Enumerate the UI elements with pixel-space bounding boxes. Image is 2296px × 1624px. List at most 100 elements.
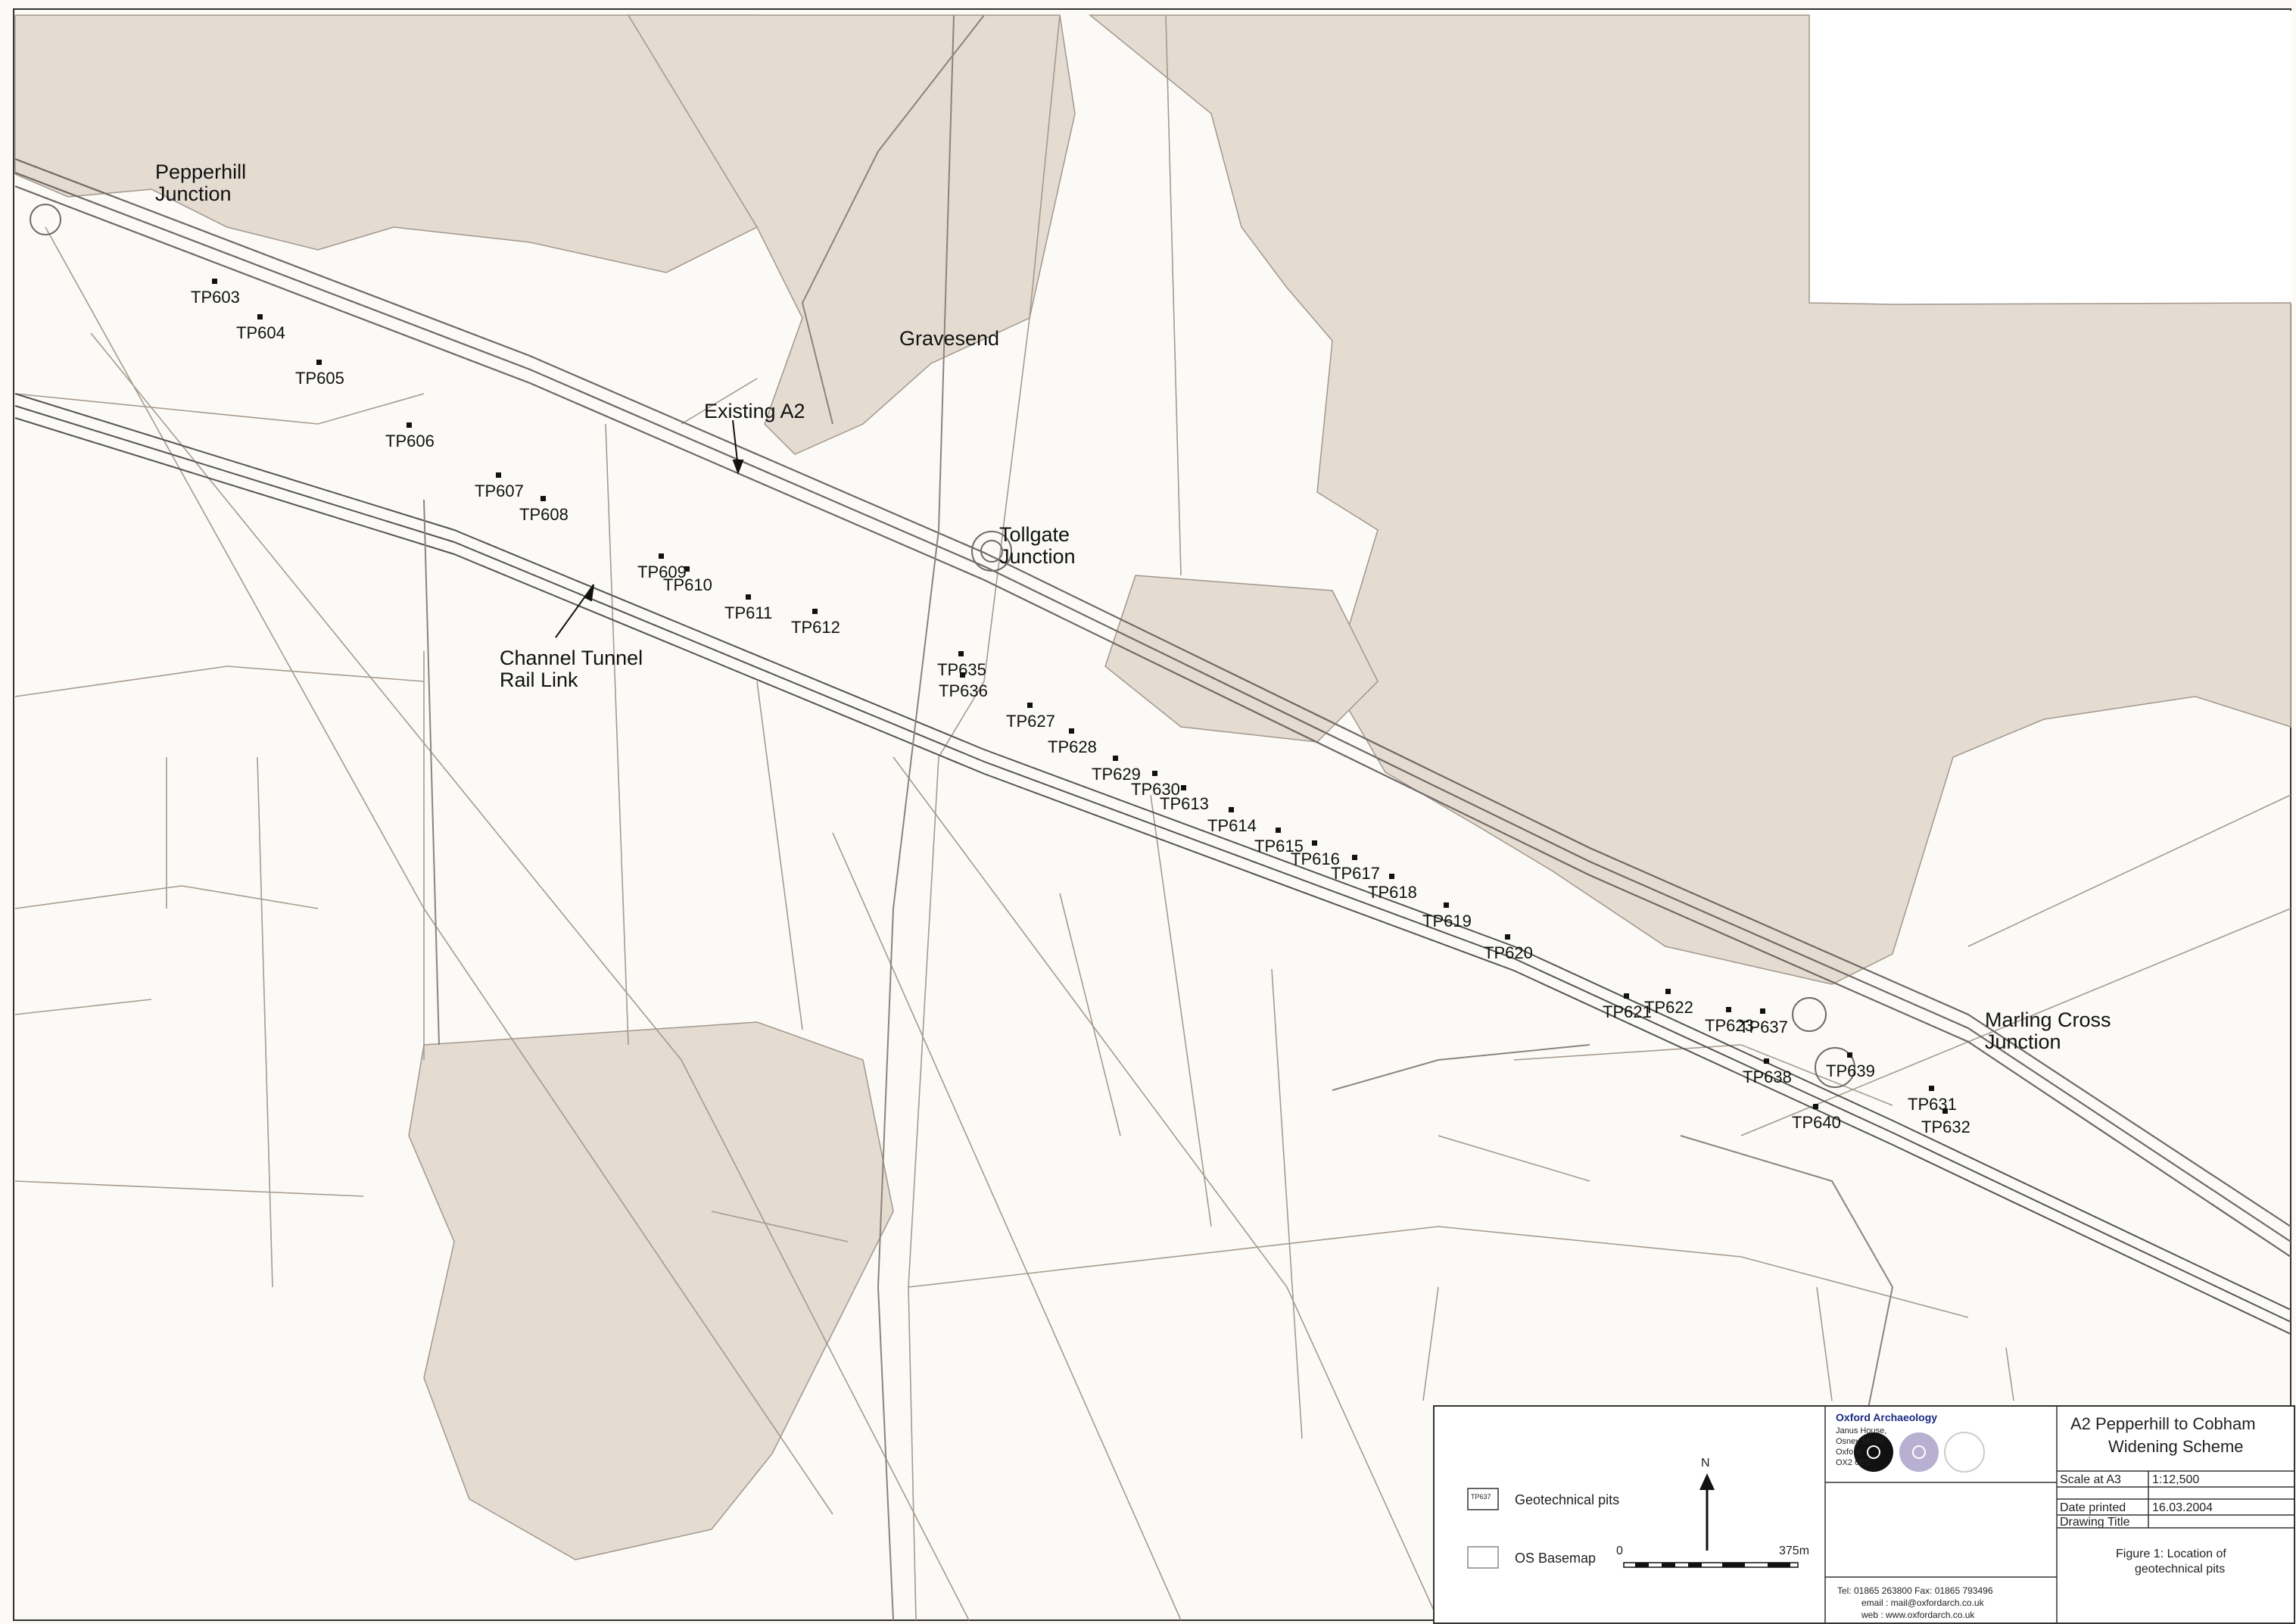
pit-square-icon [1312, 840, 1317, 846]
pit-label: TP631 [1908, 1095, 1957, 1114]
roundabouts [30, 204, 1855, 1088]
pit-label: TP620 [1484, 943, 1533, 962]
legend-title-block: TP637 Geotechnical pits OS Basemap N 0 3… [1433, 1405, 2295, 1624]
org-name: Oxford Archaeology [1836, 1411, 1938, 1423]
pit-label: TP630 [1131, 780, 1180, 799]
pit-label: TP618 [1368, 883, 1417, 902]
pit-square-icon [1665, 989, 1671, 994]
pit-label: TP615 [1254, 837, 1304, 856]
pit-label: TP608 [519, 505, 569, 524]
legend-basemap-label: OS Basemap [1515, 1551, 1597, 1566]
place-label-existing-a2: Existing A2 [704, 400, 805, 422]
pit-square-icon [960, 672, 965, 678]
pit-square-icon [1113, 756, 1118, 761]
project-title-line-2: Widening Scheme [2108, 1437, 2244, 1456]
pit-square-icon [1352, 855, 1357, 860]
pit-label: TP619 [1422, 912, 1472, 930]
figure-title-line-2: geotechnical pits [2135, 1563, 2226, 1576]
legend-pits-label: Geotechnical pits [1515, 1492, 1620, 1507]
pit-label: TP606 [385, 432, 435, 450]
pit-label: TP613 [1160, 794, 1209, 813]
pit-label: TP614 [1207, 816, 1257, 835]
pit-square-icon [212, 279, 217, 284]
oxford-archaeology-logo-icon [1854, 1432, 1893, 1472]
pit-label: TP627 [1006, 712, 1055, 731]
scale-value: 1:12,500 [2152, 1473, 2200, 1486]
pit-square-icon [1027, 703, 1033, 708]
pit-square-icon [746, 594, 751, 600]
pit-square-icon [1847, 1052, 1852, 1058]
pit-label: TP604 [236, 323, 285, 342]
pit-label: TP610 [663, 575, 712, 594]
scale-bar-icon [1623, 1562, 1799, 1568]
existing-a2-road [14, 157, 2291, 1258]
pit-square-icon [1764, 1058, 1769, 1064]
pit-square-icon [496, 472, 501, 478]
pit-label: TP612 [791, 618, 840, 637]
pit-label: TP640 [1792, 1113, 1841, 1132]
org-address-1: Janus House, [1836, 1426, 1887, 1435]
pit-square-icon [1181, 785, 1186, 790]
date-label: Date printed [2060, 1501, 2126, 1514]
title-block-grid [1467, 1407, 2294, 1622]
pit-label: TP621 [1603, 1002, 1652, 1021]
pit-square-icon [1929, 1086, 1934, 1091]
pit-square-icon [1726, 1007, 1731, 1012]
pit-square-icon [407, 422, 412, 428]
pit-square-icon [1152, 771, 1157, 776]
pit-label: TP605 [295, 369, 344, 388]
drawing-title-label: Drawing Title [2060, 1516, 2130, 1529]
pit-square-icon [659, 553, 664, 559]
pit-square-icon [1624, 993, 1629, 999]
pit-label: TP603 [191, 288, 240, 307]
scale-end-label: 375m [1779, 1545, 1810, 1557]
pit-square-icon [812, 609, 818, 614]
pit-label: TP637 [1739, 1018, 1788, 1036]
pit-square-icon [1813, 1104, 1818, 1109]
org-address-3: Oxford, [1836, 1448, 1864, 1457]
org-address-2: Osney Mead, [1836, 1437, 1886, 1446]
pit-square-icon [1276, 828, 1281, 833]
north-label: N [1701, 1457, 1710, 1470]
pit-label: TP611 [724, 603, 773, 622]
pit-label: TP636 [939, 681, 988, 700]
pit-square-icon [1389, 874, 1394, 879]
pit-square-icon [958, 651, 964, 656]
date-value: 16.03.2004 [2152, 1501, 2213, 1514]
basemap-symbol-icon [1467, 1546, 1499, 1569]
pit-symbol-icon [1467, 1488, 1499, 1510]
pit-label: TP607 [475, 482, 524, 500]
pit-label: TP623 [1705, 1016, 1754, 1035]
pit-square-icon [1444, 902, 1449, 908]
org-contact-web: web : www.oxfordarch.co.uk [1861, 1610, 1975, 1620]
field-boundaries [14, 14, 2291, 1621]
org-address-4: OX2 0ES. [1836, 1458, 1873, 1467]
pit-square-icon [257, 314, 263, 320]
pit-square-icon [316, 360, 322, 365]
figure-title-line-1: Figure 1: Location of [2116, 1548, 2226, 1560]
pit-label: TP617 [1331, 864, 1380, 883]
annotation-arrows [555, 419, 744, 638]
pit-label: TP628 [1048, 737, 1097, 756]
place-label-gravesend: Gravesend [899, 327, 1000, 350]
pit-square-icon [1942, 1108, 1948, 1114]
scale-label: Scale at A3 [2060, 1473, 2121, 1486]
pit-square-icon [1069, 728, 1074, 734]
pit-label: TP638 [1743, 1068, 1792, 1086]
pit-square-icon [684, 566, 690, 572]
pit-label: TP609 [637, 563, 687, 581]
pit-symbol-text: TP637 [1471, 1493, 1491, 1501]
pit-square-icon [1760, 1008, 1765, 1014]
pit-label: TP629 [1092, 765, 1141, 784]
pit-square-icon [541, 496, 546, 501]
scale-start-label: 0 [1616, 1545, 1623, 1557]
project-title-line-1: A2 Pepperhill to Cobham [2070, 1414, 2256, 1433]
org-contact-email: email : mail@oxfordarch.co.uk [1861, 1598, 1984, 1608]
pit-square-icon [1229, 807, 1234, 812]
